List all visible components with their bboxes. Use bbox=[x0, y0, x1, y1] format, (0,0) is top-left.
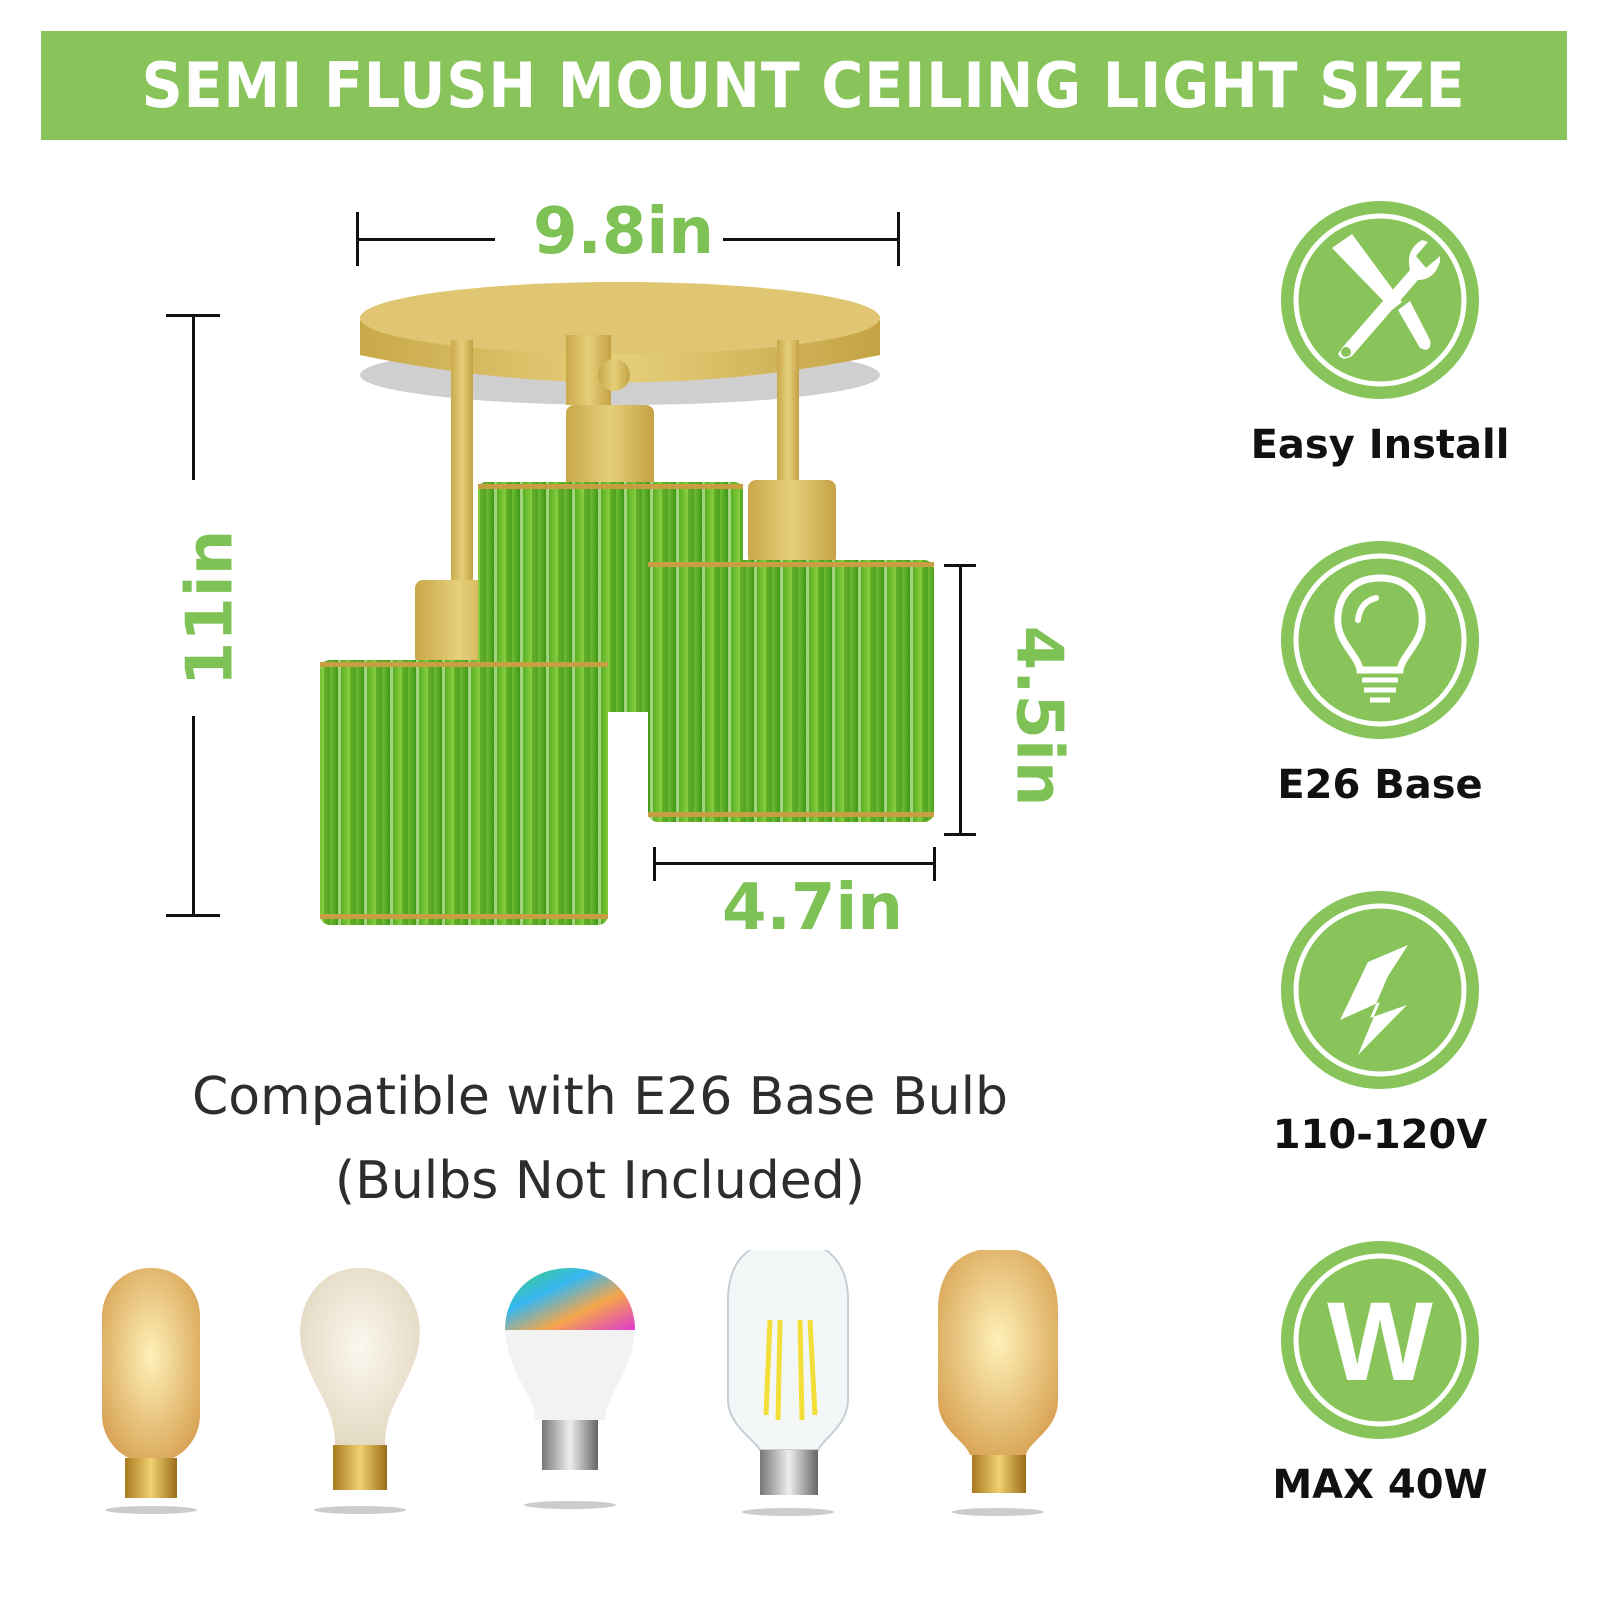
ceiling-light-image bbox=[320, 282, 934, 925]
banner-title: SEMI FLUSH MOUNT CEILING LIGHT SIZE bbox=[142, 49, 1466, 122]
height-label: 11in bbox=[173, 529, 248, 687]
feature-label: E26 Base bbox=[1277, 762, 1483, 808]
dim-line-bottom bbox=[192, 716, 195, 916]
dim-line-left bbox=[357, 238, 495, 241]
light-bulb-icon bbox=[1281, 541, 1479, 739]
wrench-screwdriver-icon bbox=[1281, 201, 1479, 399]
compatibility-line-1: Compatible with E26 Base Bulb bbox=[191, 1067, 1009, 1127]
feature-voltage: 110-120V bbox=[1230, 890, 1530, 1158]
feature-label: Easy Install bbox=[1250, 422, 1510, 468]
shade-width-label: 4.7in bbox=[722, 871, 903, 945]
dim-tick-bottom bbox=[166, 914, 220, 917]
dim-tick-right bbox=[897, 212, 900, 266]
dim-line-right bbox=[723, 238, 900, 241]
dim-line-top bbox=[192, 315, 195, 480]
feature-label: MAX 40W bbox=[1272, 1462, 1488, 1508]
compatible-bulbs-image bbox=[102, 1250, 1058, 1516]
feature-e26-base: E26 Base bbox=[1230, 540, 1530, 808]
bulb-a19 bbox=[300, 1268, 420, 1514]
svg-text:W: W bbox=[1327, 1279, 1433, 1404]
bulb-t45 bbox=[102, 1268, 200, 1514]
dim-line bbox=[654, 862, 936, 865]
feature-label: 110-120V bbox=[1272, 1112, 1488, 1158]
dim-tick-bottom bbox=[944, 833, 976, 836]
feature-easy-install: Easy Install bbox=[1230, 200, 1530, 468]
compatibility-line-2: (Bulbs Not Included) bbox=[334, 1151, 866, 1211]
lightning-bolt-icon bbox=[1281, 891, 1479, 1089]
watt-w-icon: W bbox=[1281, 1241, 1479, 1439]
bulb-rgb-led bbox=[505, 1268, 635, 1509]
shade-height-label: 4.5in bbox=[1001, 625, 1076, 807]
dim-tick-right bbox=[933, 847, 936, 881]
title-banner: SEMI FLUSH MOUNT CEILING LIGHT SIZE bbox=[41, 31, 1567, 140]
feature-max-wattage: W MAX 40W bbox=[1230, 1240, 1530, 1508]
bulb-st64-led bbox=[727, 1250, 849, 1516]
dim-line bbox=[959, 565, 962, 835]
compatibility-note: Compatible with E26 Base Bulb (Bulbs Not… bbox=[110, 1055, 1090, 1223]
width-label: 9.8in bbox=[533, 195, 714, 269]
bulb-st64-edison bbox=[938, 1250, 1058, 1516]
